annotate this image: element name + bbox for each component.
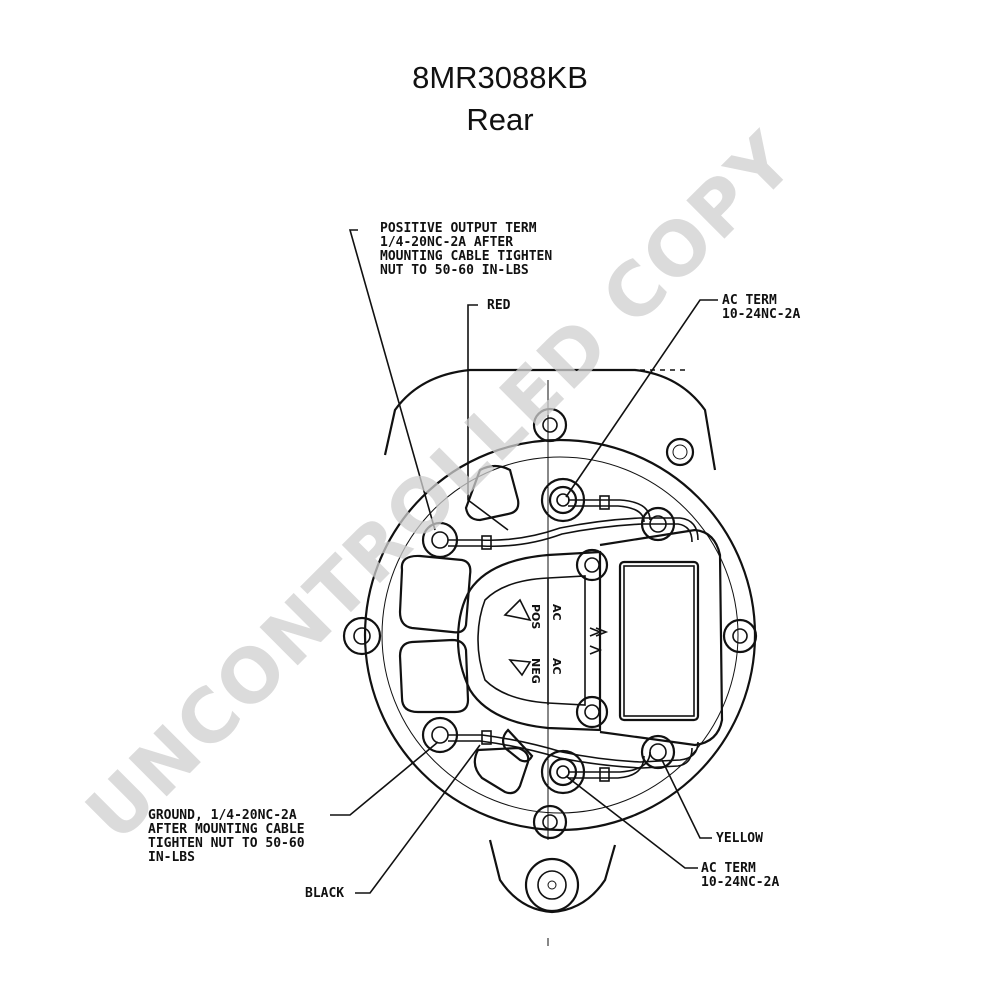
right-boss: [722, 618, 758, 654]
positive-output-line-4: NUT TO 50-60 IN-LBS: [380, 263, 529, 278]
regulator-housing: [599, 528, 724, 747]
housing-inner-ring: [381, 456, 739, 814]
yellow-wire-label: YELLOW: [716, 831, 763, 846]
left-boss: [342, 616, 382, 656]
pos-label: POS: [529, 604, 542, 629]
bottom-ear-hole: [524, 857, 580, 913]
ground-line-2: AFTER MOUNTING CABLE: [148, 822, 305, 837]
ground-line-3: TIGHTEN NUT TO 50-60: [148, 836, 305, 851]
ac-term-bottom-line-2: 10-24NC-2A: [701, 875, 779, 890]
ground-line-1: GROUND, 1/4-20NC-2A: [148, 808, 297, 823]
neg-label: NEG: [529, 658, 542, 684]
ground-line-4: IN-LBS: [148, 850, 195, 865]
callout-positive-output: POSITIVE OUTPUT TERM 1/4-20NC-2A AFTER M…: [380, 221, 552, 278]
callout-ac-term-top: AC TERM 10-24NC-2A: [722, 293, 800, 322]
leader-lines: [330, 229, 718, 894]
rectifier-cover: [456, 550, 602, 732]
callout-ac-term-bottom: AC TERM 10-24NC-2A: [701, 861, 779, 890]
cooling-slots: [398, 464, 534, 795]
ac-term-top-line-1: AC TERM: [722, 293, 777, 308]
view-subtitle: Rear: [466, 102, 534, 137]
positive-output-line-2: 1/4-20NC-2A AFTER: [380, 235, 513, 250]
ac-label-2: AC: [550, 658, 563, 675]
regulator-window: [618, 560, 700, 722]
red-wire-label: RED: [487, 298, 511, 313]
black-wire-label: BLACK: [305, 886, 344, 901]
ac-term-bottom-line-1: AC TERM: [701, 861, 756, 876]
positive-output-line-3: MOUNTING CABLE TIGHTEN: [380, 249, 552, 264]
ac-label-1: AC: [550, 604, 563, 621]
bottom-mounting-ear: [488, 839, 617, 914]
ac-term-top-line-2: 10-24NC-2A: [722, 307, 800, 322]
positive-output-line-1: POSITIVE OUTPUT TERM: [380, 221, 537, 236]
part-number-title: 8MR3088KB: [412, 60, 588, 95]
callout-ground: GROUND, 1/4-20NC-2A AFTER MOUNTING CABLE…: [148, 808, 305, 865]
wiring: [448, 495, 699, 782]
top-ear-hole: [665, 437, 695, 467]
